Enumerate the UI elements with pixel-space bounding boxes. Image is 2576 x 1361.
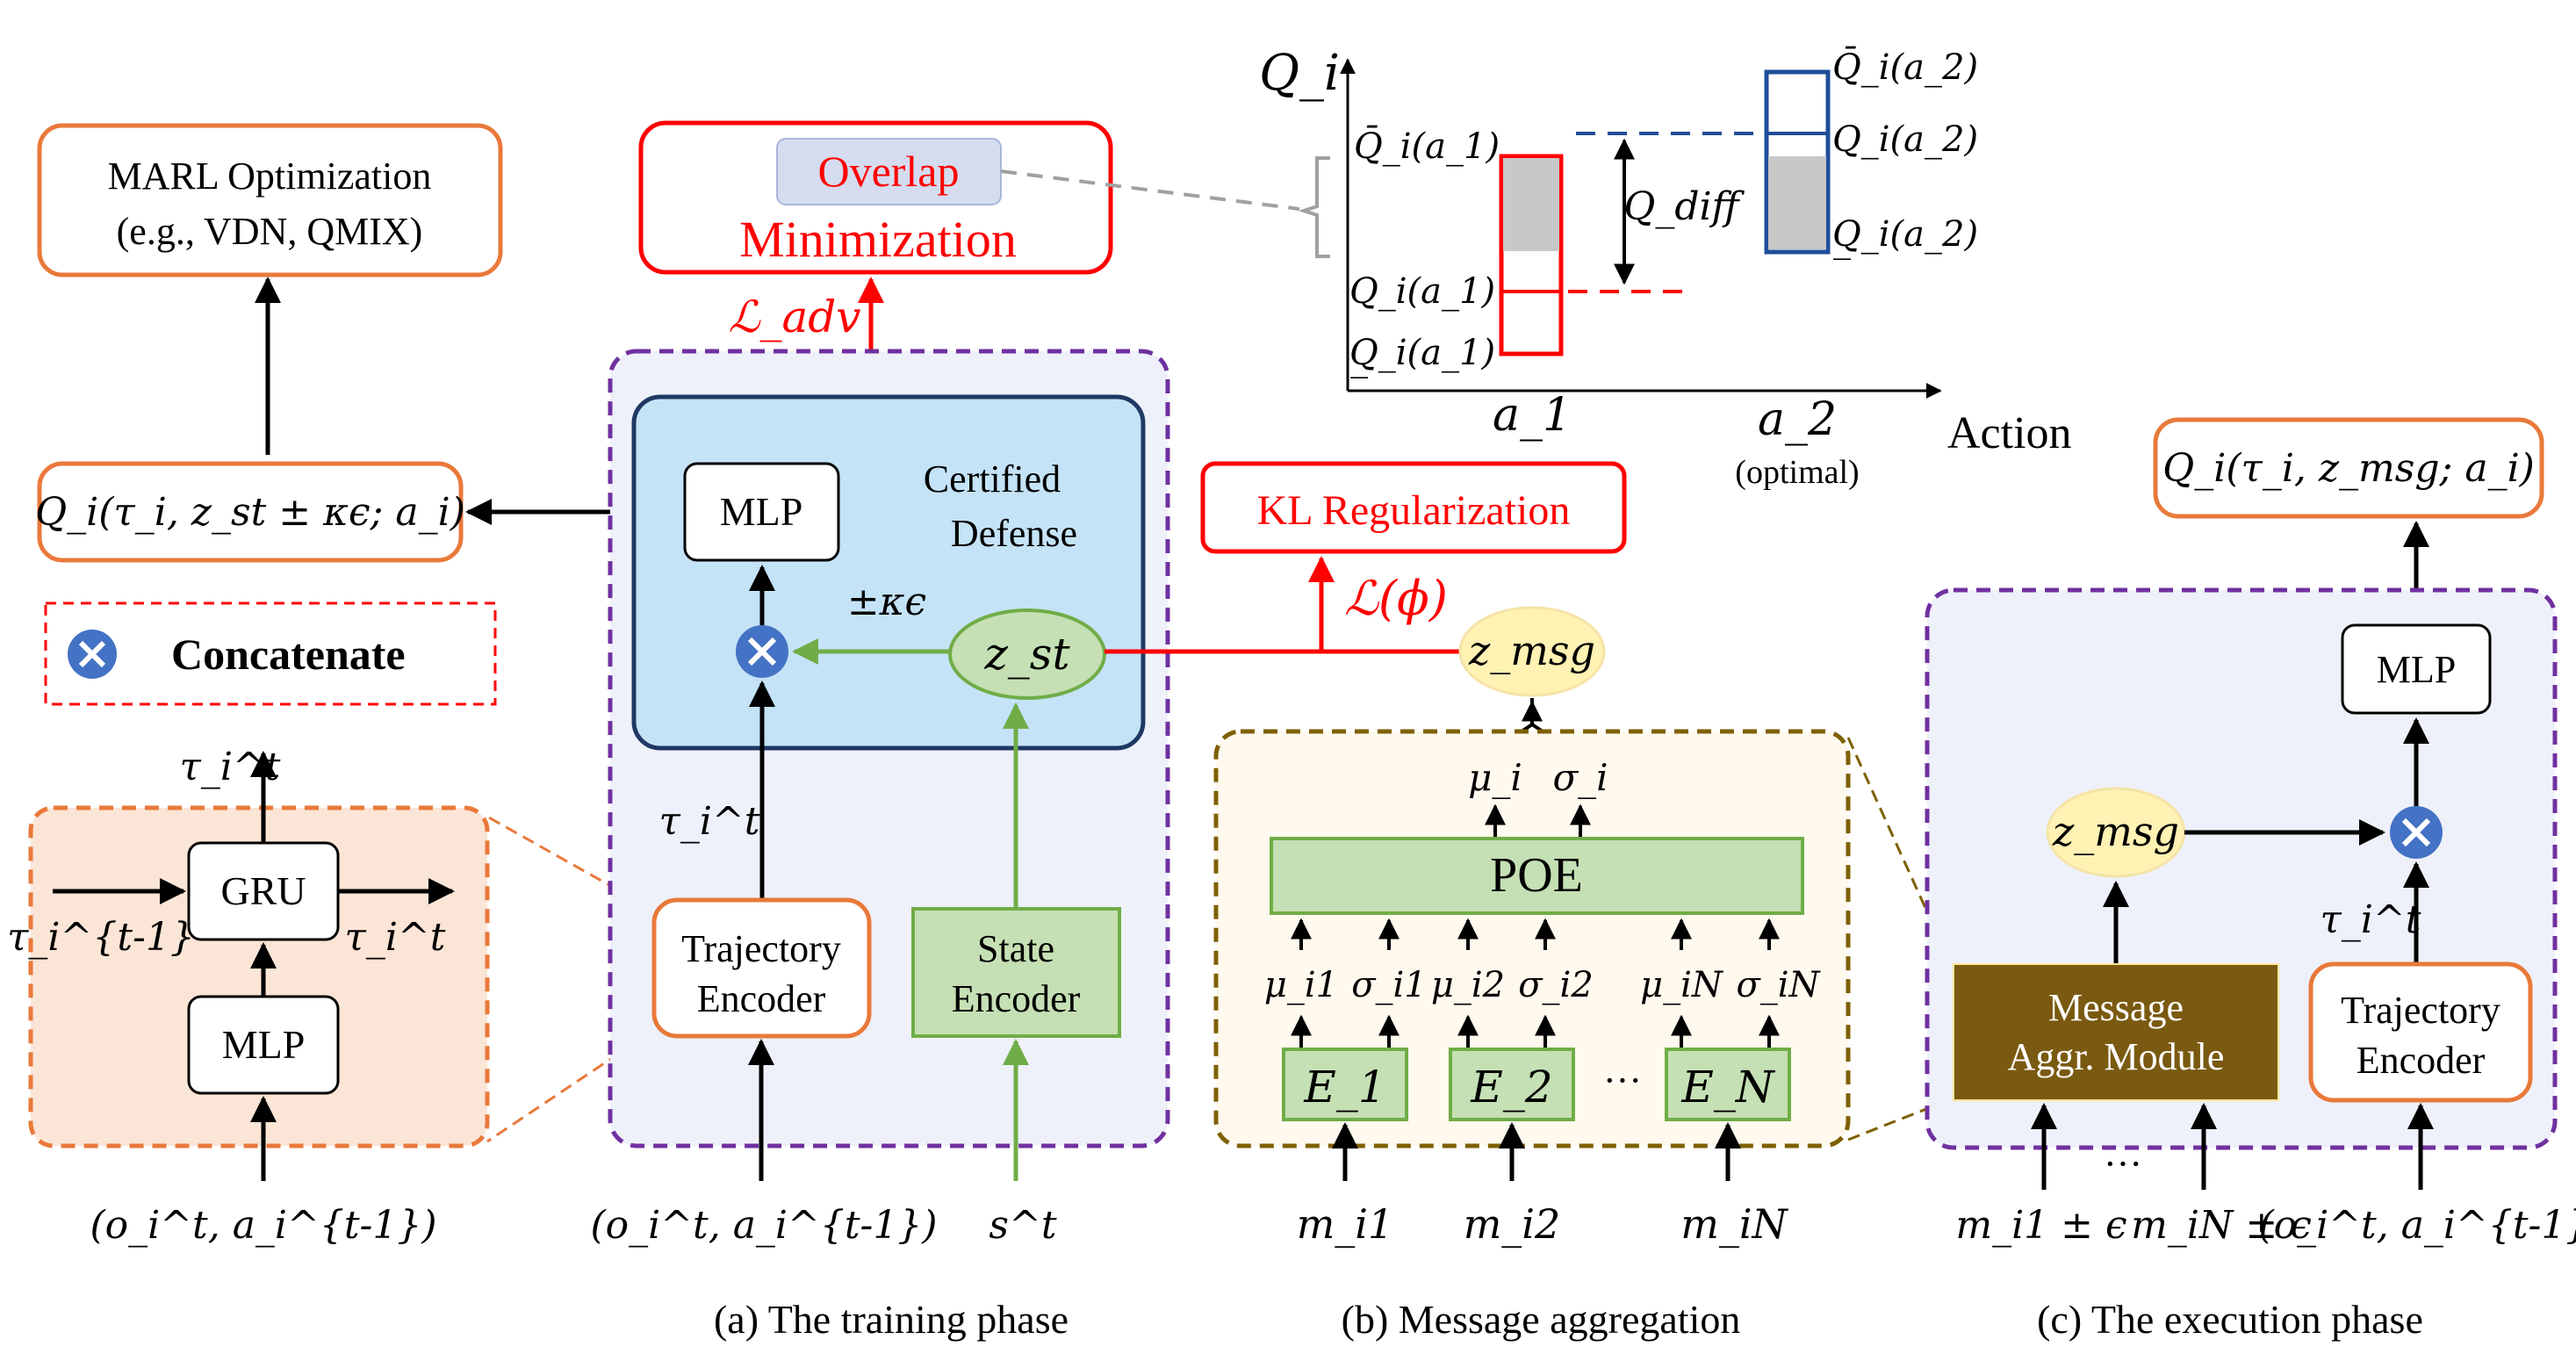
loss-adv: ℒ_adv (728, 292, 860, 342)
state-line1: State (977, 927, 1054, 970)
kl-regularization-box: KL Regularization (1200, 461, 1627, 554)
gru-input: (o_i^t, a_i^{t-1}) (90, 1203, 436, 1248)
training-input-traj: (o_i^t, a_i^{t-1}) (590, 1203, 937, 1248)
msg-line1: Message (2048, 986, 2184, 1029)
encoder-eN: E_N (1680, 1062, 1775, 1113)
agg-sigma: σ_i (1552, 756, 1608, 799)
label-q-upper-a2: Q̄_i(a_2) (1832, 47, 1978, 88)
label-q-a2: Q_i(a_2) (1832, 119, 1978, 160)
training-tau: τ_i^t (659, 799, 760, 844)
z-msg-agg (1458, 606, 1606, 697)
certified-line2: Defense (951, 512, 1077, 555)
q-output-train: Q_i(τ_i, z_st ± κϵ; a_i) (35, 490, 465, 535)
traj-line1: Trajectory (681, 927, 841, 970)
exec-input-traj: (o_i^t, a_i^{t-1}) (2258, 1203, 2576, 1248)
param-sigma-iN: σ_iN (1736, 965, 1821, 1005)
legend-concatenate: Concatenate (171, 630, 406, 679)
msg-line2: Aggr. Module (2008, 1035, 2225, 1078)
agg-input-m-iN: m_iN (1680, 1200, 1788, 1248)
overlap-line2: Minimization (739, 211, 1017, 268)
agg-input-m-i2: m_i2 (1464, 1200, 1561, 1248)
chart-a2-note: (optimal) (1735, 454, 1859, 491)
label-q-lower-a1: Q̲_i(a_1) (1349, 333, 1495, 378)
z-msg-agg-label: z_msg (1468, 627, 1595, 674)
exec-mlp: MLP (2377, 648, 2456, 691)
training-mlp: MLP (720, 489, 803, 534)
chart-q-diff: Q_diff (1623, 184, 1745, 229)
state-line2: Encoder (952, 977, 1081, 1020)
traj-line2: Encoder (697, 977, 826, 1020)
kl-label: KL Regularization (1257, 487, 1571, 534)
marl-line1: MARL Optimization (108, 155, 432, 198)
param-mu-i2: μ_i2 (1431, 965, 1505, 1005)
training-input-state: s^t (989, 1203, 1056, 1248)
overlap-line1: Overlap (817, 147, 959, 196)
exec-dots: ··· (2104, 1142, 2142, 1185)
concatenate-legend: Concatenate (44, 601, 497, 706)
param-sigma-i1: σ_i1 (1351, 965, 1427, 1005)
chart-xlabel: Action (1947, 408, 2072, 458)
gru-tau-left: τ_i^{t-1} (7, 915, 195, 960)
training-panel: Certified Defense MLP z_st ±κϵ τ_i^t Tra… (608, 349, 1170, 1149)
exec-input-m-iN: m_iN ± ϵ (2131, 1203, 2312, 1248)
agg-input-m-i1: m_i1 (1297, 1200, 1394, 1248)
certified-line1: Certified (924, 457, 1061, 500)
z-st: z_st (983, 629, 1070, 680)
execution-panel: MLP z_msg Message Aggr. Module τ_i^t Tra… (1925, 587, 2558, 1150)
encoder-e1: E_1 (1303, 1062, 1385, 1113)
gru-label: GRU (220, 868, 306, 913)
q-value-chart: Q_i Action a_1 a_2 (optimal) Q_diff Q̄_i… (1259, 45, 2071, 491)
marl-line2: (e.g., VDN, QMIX) (117, 210, 423, 253)
aggregation-panel: μ_i σ_i POE μ_i1 σ_i1 μ_i2 σ_i2 μ_iN σ_i… (1213, 729, 1851, 1149)
label-q-upper-a1: Q̄_i(a_1) (1354, 126, 1500, 167)
caption-training: (a) The training phase (714, 1297, 1069, 1342)
gru-mlp-label: MLP (222, 1022, 306, 1067)
exec-traj-line1: Trajectory (2341, 989, 2500, 1032)
caption-aggregation: (b) Message aggregation (1342, 1297, 1741, 1342)
overlap-minimization-box: Overlap Minimization (638, 120, 1113, 275)
gru-panel: GRU MLP τ_i^{t-1} τ_i^t (7, 805, 490, 1149)
chart-a2: a_2 (1758, 393, 1837, 446)
chart-a1: a_1 (1493, 389, 1572, 442)
marl-optimization-box: MARL Optimization (e.g., VDN, QMIX) (37, 123, 503, 277)
exec-input-m-i1: m_i1 ± ϵ (1955, 1203, 2126, 1248)
q-output-train-box: Q_i(τ_i, z_st ± κϵ; a_i) (35, 461, 465, 563)
gru-tau-top: τ_i^t (180, 745, 281, 789)
agg-dots: ··· (1603, 1059, 1642, 1102)
caption-execution: (c) The execution phase (2037, 1297, 2423, 1342)
q-output-exec: Q_i(τ_i, z_msg; a_i) (2162, 446, 2535, 491)
pm-kappa: ±κϵ (847, 580, 926, 624)
q-output-exec-box: Q_i(τ_i, z_msg; a_i) (2153, 417, 2544, 519)
poe-label: POE (1490, 848, 1583, 903)
exec-z-msg: z_msg (2052, 808, 2179, 855)
label-q-a1: Q_i(a_1) (1349, 271, 1495, 312)
param-sigma-i2: σ_i2 (1518, 965, 1594, 1005)
chart-ylabel: Q_i (1259, 45, 1340, 102)
agg-mu: μ_i (1468, 756, 1522, 799)
param-mu-iN: μ_iN (1640, 965, 1724, 1005)
exec-tau: τ_i^t (2321, 897, 2421, 942)
encoder-e2: E_2 (1470, 1062, 1552, 1113)
param-mu-i1: μ_i1 (1264, 965, 1338, 1005)
exec-traj-line2: Encoder (2357, 1039, 2486, 1082)
chart-brace (1298, 156, 1330, 258)
label-q-lower-a2: Q̲_i(a_2) (1832, 214, 1978, 259)
gru-tau-right: τ_i^t (345, 915, 446, 960)
kl-loss: ℒ(ϕ) (1344, 571, 1448, 626)
